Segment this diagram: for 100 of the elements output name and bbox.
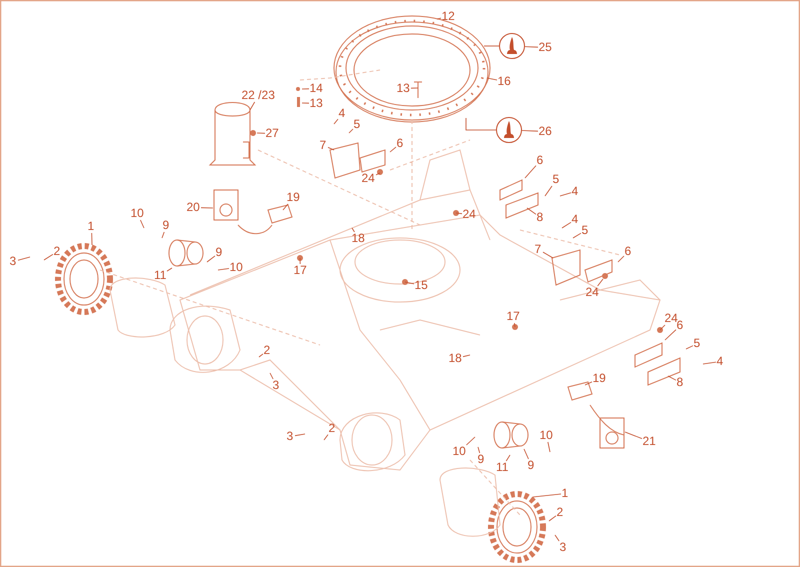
grease-callout-circle [496,117,522,143]
leader-line [166,268,172,272]
leader-line [282,204,288,210]
callout-number: 18 [350,232,366,244]
callout-number: 7 [318,138,328,152]
callout-number: 5 [352,118,362,130]
callout-number: 6 [396,136,404,150]
callout-number: 18 [448,352,463,364]
callout-number: 10 [228,260,244,274]
callout-number: 17 [506,310,521,322]
leader-line [584,382,592,386]
leader-line [562,222,572,228]
callout-number: 7 [534,242,542,256]
leader-line [548,515,556,522]
callout-number: 10 [538,428,554,442]
callout-number: 20 [186,200,201,214]
callout-number: 8 [676,376,684,388]
callout-number: 3 [8,254,18,268]
callout-number: 10 [452,444,467,458]
callout-number: 5 [692,336,702,350]
callout-number: 2 [262,344,272,356]
leader-line [376,172,380,176]
leader-line [514,322,516,328]
leader-line [478,446,480,454]
callout-number: 9 [214,246,224,258]
callout-number: 2 [328,422,336,434]
callout-number: 19 [592,372,607,384]
leader-line [256,132,266,134]
callout-number: 4 [570,184,580,198]
callout-number: 3 [272,378,280,392]
callout-number: 3 [558,540,568,554]
leader-line [302,88,310,90]
callout-number: 1 [86,220,96,232]
leader-line [348,128,354,134]
callout-number: 2 [556,506,564,518]
leader-line [554,534,560,542]
leader-line [294,434,306,436]
leader-line [466,436,476,446]
callout-number: 27 [264,126,280,140]
callout-number: 26 [538,124,553,138]
leader-line [660,324,666,330]
leader-line [560,192,572,196]
callout-number: 24 [360,172,376,184]
callout-number: 9 [526,458,536,472]
leader-line [300,258,301,264]
leader-line [302,102,310,104]
callout-number: 4 [338,106,346,120]
leader-line [668,376,676,381]
callout-number: 12 [440,10,456,22]
leader-line [702,362,716,364]
leader-line [334,118,338,124]
callout-number: 14 [308,82,324,94]
leader-line [544,186,552,196]
callout-number: 21 [642,434,657,448]
callout-number: 25 [538,40,553,54]
leader-line [618,256,624,262]
callout-number: 13 [396,82,411,94]
callout-number: 11 [495,460,510,474]
leader-line [532,494,562,498]
leader-line [506,454,510,462]
callout-number: 2 [52,244,62,258]
leader-line [390,146,396,152]
callout-number: 6 [624,244,632,258]
leader-line [462,354,470,358]
callout-number: 8 [536,210,544,224]
callout-number: 4 [716,354,724,368]
callout-number: 5 [580,224,590,236]
leader-line [466,118,496,130]
leader-line [597,278,604,286]
callout-number: 1 [560,486,570,500]
callout-number: 10 [130,206,145,220]
callout-number: 15 [414,278,429,292]
leader-line [522,130,538,132]
leader-line [206,256,216,262]
callout-number: 11 [153,268,168,282]
leader-line [436,18,442,20]
callout-number: 16 [496,74,512,88]
callout-number: 19 [286,190,301,204]
leader-line [486,78,498,80]
leader-line [524,165,536,178]
callout-number: 13 [308,96,324,110]
leader-line [200,207,214,208]
leader-line [218,268,230,270]
leader-line [324,434,328,440]
leader-line [44,254,54,260]
leader-line [352,228,355,232]
callout-number: 6 [536,154,544,166]
leader-line [572,232,582,238]
callout-number: 24 [584,286,600,298]
leader-line [526,208,536,215]
callout-number: 3 [286,430,294,442]
leader-line [18,256,30,261]
leader-line [664,329,676,340]
leader-line [91,232,92,246]
leader-line [524,46,538,48]
leader-line [404,282,414,284]
leader-line [162,232,165,238]
callout-number: 17 [292,264,308,276]
leader-line [250,102,256,110]
leader-line [270,372,274,380]
